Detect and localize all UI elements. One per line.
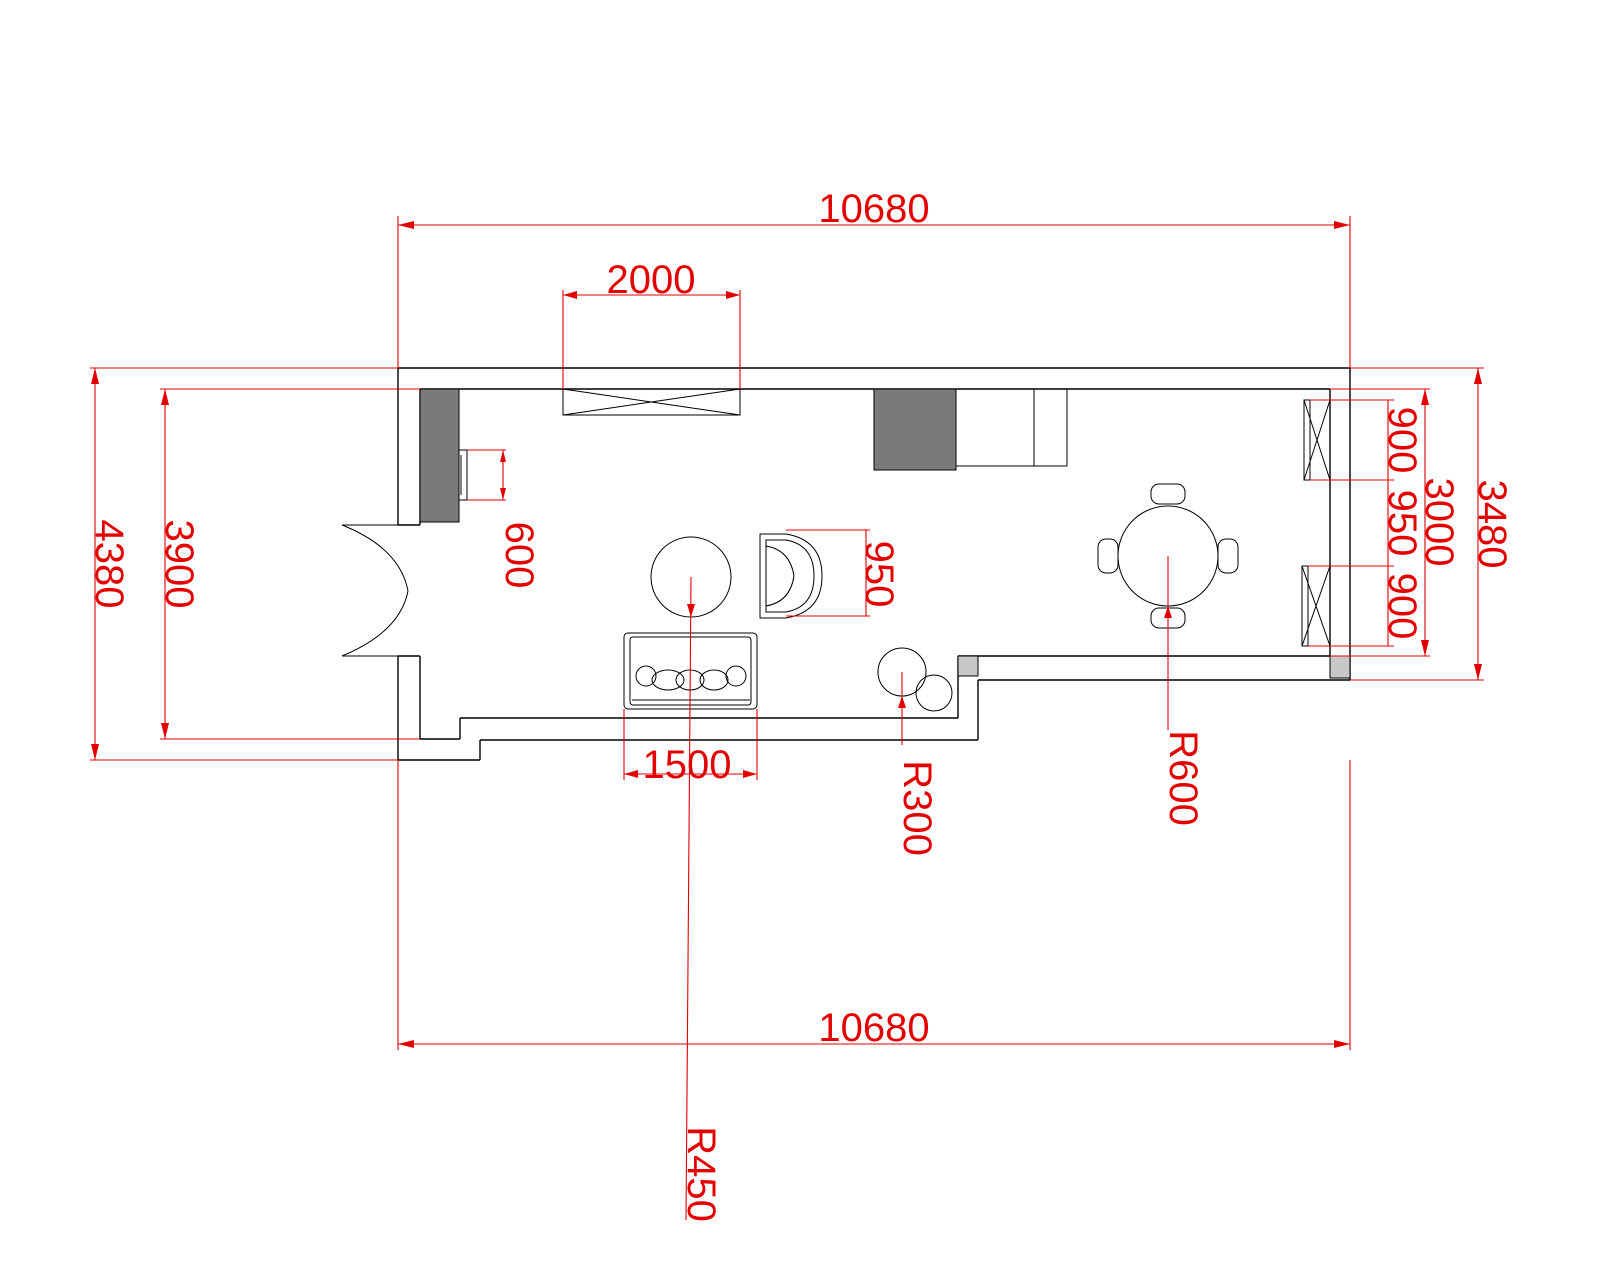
dim-dining-table-radius: R600 xyxy=(1161,730,1205,826)
dim-right-seg-top: 900 xyxy=(1380,407,1424,474)
dim-right-inner: 3000 xyxy=(1417,478,1461,567)
armchair xyxy=(759,533,823,619)
window xyxy=(562,388,741,416)
side-table xyxy=(877,647,953,712)
dim-sofa-width: 1500 xyxy=(643,743,732,787)
double-door xyxy=(341,524,409,657)
dim-left-outer: 4380 xyxy=(87,520,131,609)
dim-right-seg-bottom: 900 xyxy=(1380,573,1424,640)
dim-chair-depth: 950 xyxy=(857,541,901,608)
right-wardrobe-bottom xyxy=(1301,565,1331,647)
dimension-lines xyxy=(90,216,1484,1221)
dim-right-seg-mid: 950 xyxy=(1380,490,1424,557)
dim-cabinet-depth: 600 xyxy=(497,522,541,589)
kitchen-unit xyxy=(873,388,1068,471)
dim-window-width: 2000 xyxy=(607,258,696,302)
dim-side-table-radius: R300 xyxy=(895,760,939,856)
dim-left-inner: 3900 xyxy=(157,520,201,609)
dim-coffee-table-radius: R450 xyxy=(679,1126,723,1222)
dim-right-outer: 3480 xyxy=(1470,480,1514,569)
dim-top-overall: 10680 xyxy=(818,187,929,231)
dim-bottom-overall: 10680 xyxy=(818,1006,929,1050)
right-wardrobe-top xyxy=(1303,399,1331,481)
left-cabinet xyxy=(419,388,468,523)
